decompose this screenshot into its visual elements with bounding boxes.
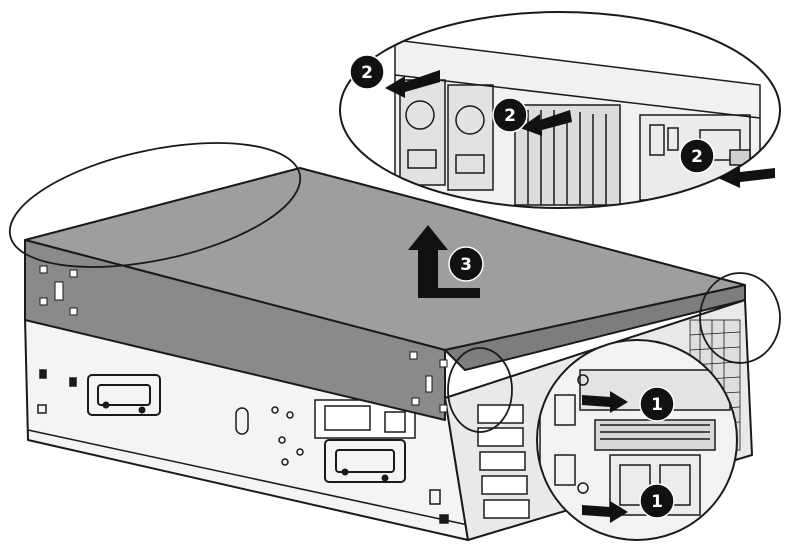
latch-arrows — [582, 391, 628, 523]
cover-edge-magnifier — [8, 142, 302, 268]
callout-step-2-middle: 2 — [492, 97, 528, 133]
cover-tabs — [39, 265, 448, 413]
rear-panel-zoom — [339, 11, 781, 209]
chassis-features — [37, 369, 449, 524]
callout-number: 1 — [651, 492, 663, 512]
arrow-lower-latch — [582, 501, 628, 523]
callout-number: 3 — [460, 255, 472, 275]
cover-front-face — [444, 284, 746, 371]
callout-number: 1 — [651, 395, 663, 415]
right-handle — [324, 439, 406, 483]
callout-number: 2 — [504, 106, 516, 126]
callout-number: 2 — [361, 63, 373, 83]
access-panel-cover — [24, 167, 746, 421]
callout-step-3: 3 — [448, 246, 484, 282]
drive-bays — [477, 404, 530, 519]
front-corner-magnifier — [699, 272, 781, 364]
callout-number: 2 — [691, 147, 703, 167]
power-supply-left — [399, 79, 446, 186]
callout-step-2-left: 2 — [349, 54, 385, 90]
callout-step-1-lower: 1 — [639, 483, 675, 519]
arrow-middle-slot — [520, 110, 572, 136]
callout-step-2-right: 2 — [679, 138, 715, 174]
arrow-right-latch — [718, 165, 775, 188]
left-handle — [87, 374, 161, 416]
callout-step-1-upper: 1 — [639, 386, 675, 422]
cover-side-face — [24, 239, 446, 421]
arrow-left-psu — [385, 70, 440, 98]
arrow-upper-latch — [582, 391, 628, 413]
rear-arrows — [385, 70, 775, 188]
lift-arrow — [408, 225, 480, 298]
front-latch-zoom — [536, 339, 738, 541]
power-supply-right — [447, 84, 494, 191]
latch-small-magnifier — [447, 347, 513, 433]
